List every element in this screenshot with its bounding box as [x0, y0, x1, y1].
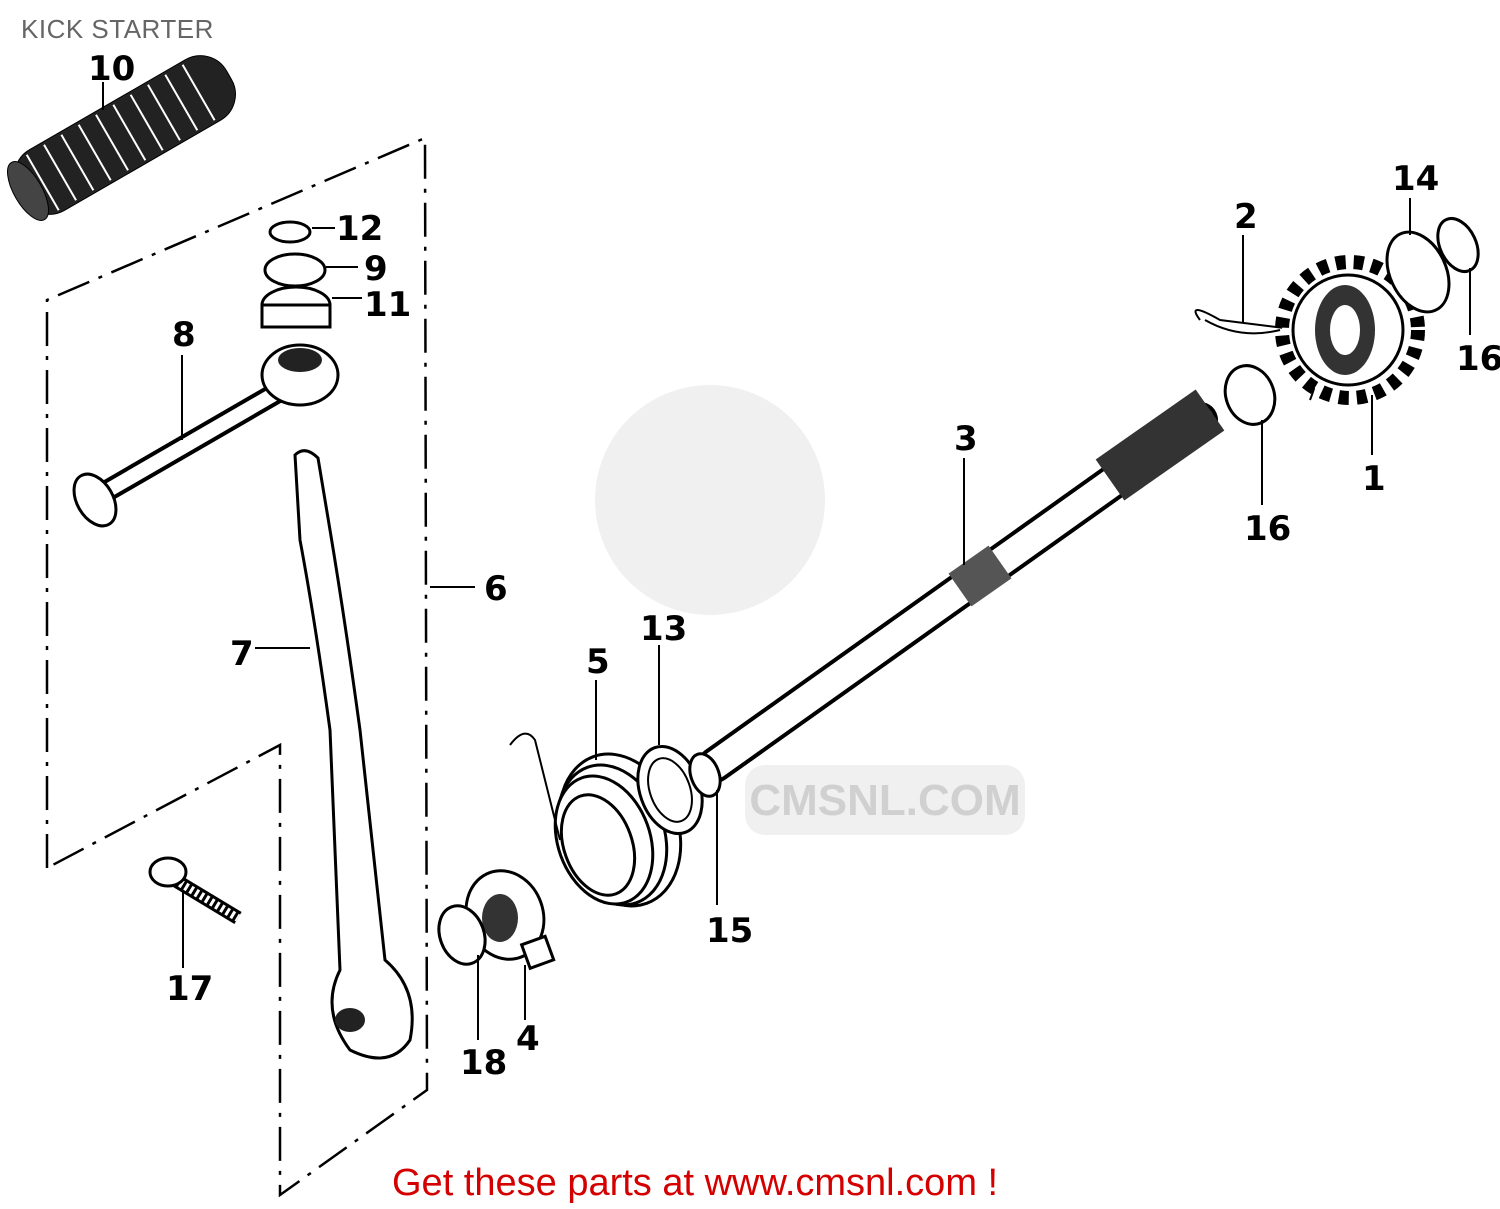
- callout-13: 13: [640, 609, 687, 649]
- kick-shaft: [697, 389, 1225, 783]
- assembly-outline: [45, 136, 429, 1198]
- callout-16-shaft: 16: [1244, 509, 1291, 549]
- callout-9: 9: [364, 249, 388, 289]
- diagram-title: KICK STARTER: [21, 14, 214, 44]
- washer-18: [437, 904, 487, 966]
- callout-4: 4: [516, 1019, 540, 1059]
- callout-5: 5: [586, 642, 610, 682]
- callout-15: 15: [706, 911, 753, 951]
- callout-11: 11: [364, 285, 411, 325]
- washer-9: [263, 252, 327, 288]
- callout-14: 14: [1392, 159, 1439, 199]
- kick-gear: [1275, 255, 1425, 405]
- grip-rubber: [7, 55, 236, 221]
- kick-pedal: [72, 343, 340, 528]
- callout-16: 16: [1456, 339, 1500, 379]
- circlip-12: [268, 220, 312, 244]
- washer-16-shaft: [1223, 364, 1277, 426]
- callout-7: 7: [230, 634, 254, 674]
- callout-18: 18: [460, 1043, 507, 1083]
- callout-12: 12: [336, 209, 383, 249]
- callout-17: 17: [166, 969, 213, 1009]
- seal-11-body: [260, 303, 332, 329]
- callout-3: 3: [954, 419, 978, 459]
- callout-1: 1: [1362, 459, 1386, 499]
- callout-6: 6: [484, 569, 508, 609]
- watermark-logo: CMSNL.COM: [595, 385, 1025, 835]
- bolt: [148, 856, 242, 924]
- callout-8: 8: [172, 315, 196, 355]
- callout-10: 10: [88, 49, 135, 89]
- kick-arm: [293, 449, 414, 1060]
- washer-14: [1385, 230, 1451, 314]
- footer-link[interactable]: Get these parts at www.cmsnl.com !: [392, 1162, 999, 1204]
- callout-2: 2: [1234, 197, 1258, 237]
- circlip-15: [688, 752, 722, 798]
- watermark-text: CMSNL.COM: [749, 776, 1020, 825]
